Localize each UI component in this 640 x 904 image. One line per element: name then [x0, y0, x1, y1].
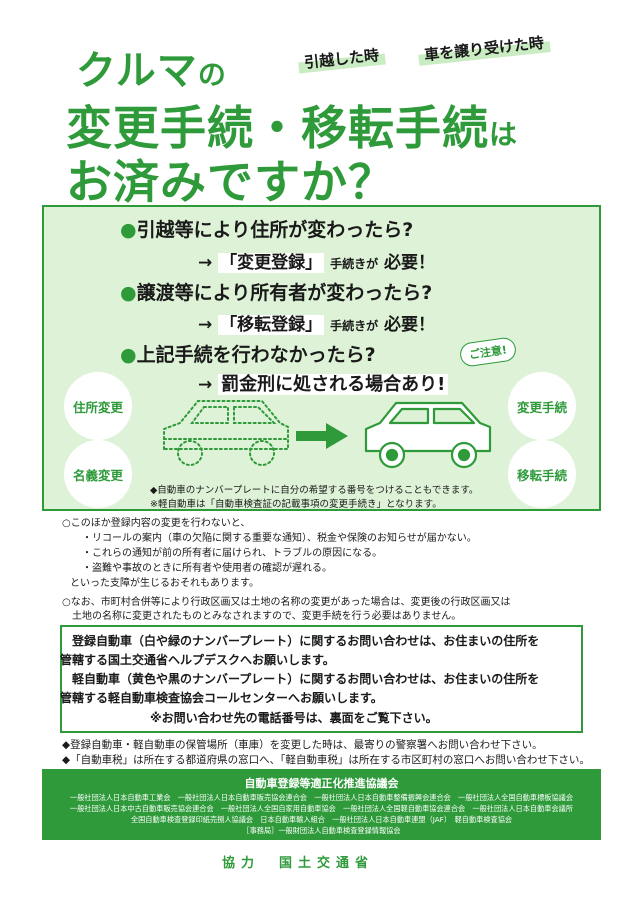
council-footer: 自動車登録等適正化推進協議会 一般社団法人日本自動車工業会 一般社団法人日本自動… [42, 769, 601, 840]
circle-change-procedure: 変更手続 [508, 372, 576, 440]
council-secretariat: ［事務局］一般財団法人自動車検査登録情報協会 [242, 826, 401, 835]
answer-1: → 「変更登録」 手続きが 必要！ [198, 253, 436, 273]
contact-line-3: 軽自動車（黄色や黒のナンバープレート）に関するお問い合わせは、お住まいの住所を [72, 672, 540, 686]
tag-moving: 引越した時 [298, 44, 386, 74]
question-1: ●引越等により住所が変わったら? [120, 219, 414, 241]
headline-line3: お済みですか？ [66, 155, 395, 209]
body-bullet-3: ・盗難や事故のときに所有者や使用者の確認が遅れる。 [82, 563, 332, 574]
note-kei-car: ※軽自動車は「自動車検査証の記載事項の変更手続き」となります。 [150, 499, 442, 510]
body-bullet-2: ・これらの通知が前の所有者に届けられ、トラブルの原因になる。 [82, 548, 383, 559]
bullet-garage: ◆登録自動車・軽自動車の保管場所（車庫）を変更した時は、最寄りの警察署へお問い合… [62, 739, 543, 751]
council-members-1: 一般社団法人日本自動車工業会 一般社団法人日本自動車販売協会連合会 一般社団法人… [69, 793, 574, 802]
old-car-icon [163, 400, 289, 466]
contact-line-4: 管轄する軽自動車検査協会コールセンターへお願いします。 [60, 691, 383, 705]
bullet-tax: ◆「自動車税」は所在する都道府県の窓口へ、「軽自動車税」は所在する市区町村の窓口… [62, 754, 590, 766]
note-number-plate: ◆自動車のナンバープレートに自分の希望する番号をつけることもできます。 [150, 485, 479, 496]
council-members-3: 全国自動車検査登録印紙売捌人協議会 日本自動車輸入組合 一般社団法人日本自動車連… [130, 815, 513, 824]
body-conclusion: といった支障が生じるおそれもあります。 [70, 578, 259, 589]
circle-transfer-procedure: 移転手続 [508, 440, 576, 508]
penalty-text: 罰金刑に処される場合あり! [218, 374, 449, 395]
body-bullet-1: ・リコールの案内（車の欠陥に関する重要な通知）、税金や保険のお知らせが届かない。 [82, 533, 477, 544]
question-2: ●譲渡等により所有者が変わったら? [120, 282, 433, 304]
contact-line-2: 管轄する国土交通省ヘルプデスクへお願いします。 [60, 653, 335, 667]
body-intro: ○このほか登録内容の変更を行わないと、 [62, 518, 251, 529]
question-3: ●上記手続を行わなかったら? [120, 344, 376, 366]
circle-address-change: 住所変更 [64, 372, 132, 440]
contact-phone-note: ※お問い合わせ先の電話番号は、裏面をご覧下さい。 [150, 711, 438, 725]
cooperation-credit: 協力 国土交通省 [222, 856, 375, 871]
contact-line-1: 登録自動車（白や緑のナンバープレート）に関するお問い合わせは、お住まいの住所を [72, 634, 540, 648]
contact-box [60, 625, 583, 733]
tag-transfer: 車を譲り受けた時 [418, 32, 551, 66]
body-merger-2: 土地の名称に変更されたものとみなされますので、変更手続を行う必要はありません。 [72, 611, 462, 622]
council-title: 自動車登録等適正化推進協議会 [244, 777, 399, 790]
circle-name-change: 名義変更 [64, 440, 132, 508]
arrow-right-icon [296, 423, 348, 449]
headline-line1: クルマの [76, 48, 227, 94]
headline-line2: 変更手続・移転手続は [66, 101, 519, 155]
answer-2: → 「移転登録」 手続きが 必要！ [198, 315, 436, 335]
body-merger-1: ○なお、市町村合併等により行政区画又は土地の名称の変更があった場合は、変更後の行… [62, 597, 511, 608]
council-members-2: 一般社団法人日本中古自動車販売協会連合会 一般社団法人全国自家用自動車協会 一般… [69, 804, 574, 813]
answer-3: → 罰金刑に処される場合あり! [198, 370, 449, 396]
new-car-icon [364, 401, 492, 469]
